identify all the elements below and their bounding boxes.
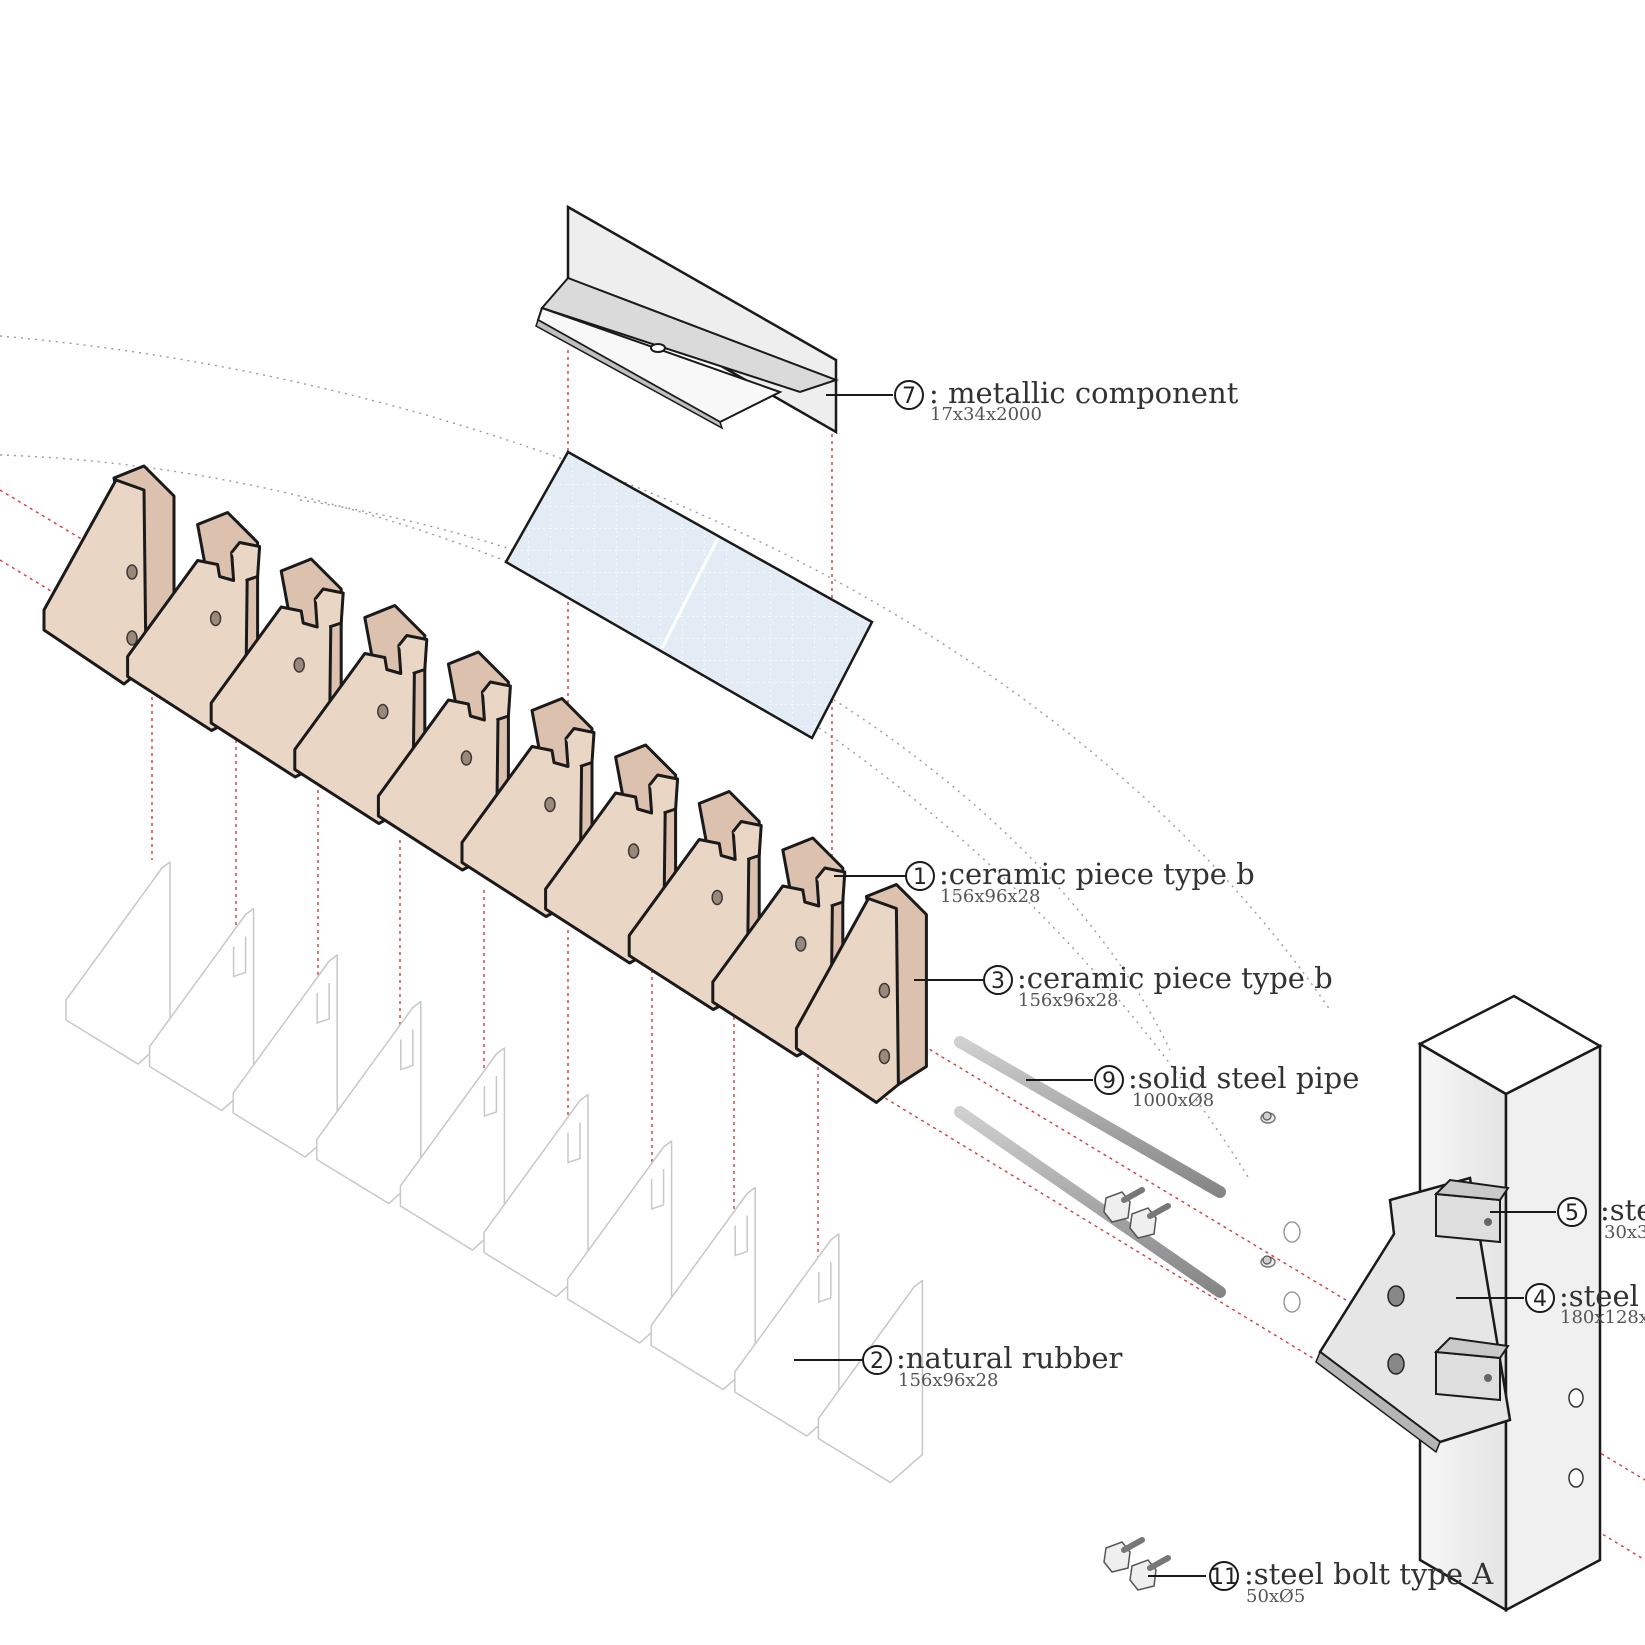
- natural-rubber-pieces: [65, 861, 924, 1484]
- callout-text: :steel p: [1559, 1279, 1645, 1313]
- callout-dimension: 156x96x28: [1018, 990, 1118, 1011]
- steel-bolt: [1103, 1187, 1145, 1223]
- metallic-component: [535, 204, 839, 435]
- steel-bolts: [1103, 1111, 1272, 1591]
- callout-dimension: 50xØ5: [1246, 1586, 1305, 1607]
- washers-and-nuts: [1260, 1112, 1301, 1313]
- callout-number: 1: [913, 865, 927, 890]
- callout-number: 11: [1210, 1565, 1238, 1590]
- callout-circle: [905, 861, 935, 891]
- callout-dimension: 156x96x28: [898, 1370, 998, 1391]
- callout-text: :ceramic piece type b: [939, 857, 1255, 891]
- callout-circle: [894, 380, 924, 410]
- callout-number: 2: [870, 1349, 884, 1374]
- callout-circle: [1094, 1065, 1124, 1095]
- solid-steel-pipes: [954, 1036, 1226, 1298]
- callout-circle: [862, 1345, 892, 1375]
- steel-bracket-upper: [1433, 1178, 1510, 1244]
- leader-lines: [794, 394, 1556, 1577]
- rubber-piece: [65, 861, 171, 1065]
- callout-circle: [983, 965, 1013, 995]
- callout-circle: [1557, 1197, 1587, 1227]
- callout-number: 9: [1102, 1069, 1116, 1094]
- ceramic-pieces: [42, 464, 928, 1104]
- callout-number: 3: [991, 969, 1005, 994]
- steel-bolt: [1129, 1203, 1171, 1239]
- callout-dimension: 30x3: [1604, 1222, 1645, 1243]
- callout-text: :natural rubber: [896, 1341, 1123, 1375]
- callout-text: :steel bolt type A: [1244, 1557, 1494, 1591]
- steel-nut: [1262, 1255, 1272, 1265]
- steel-nut: [1262, 1111, 1272, 1121]
- steel-bolt: [1129, 1555, 1171, 1591]
- steel-bolt: [1103, 1537, 1145, 1573]
- rubber-piece: [817, 1279, 924, 1484]
- steel-pipe-upper: [954, 1036, 1226, 1198]
- steel-bracket-lower: [1433, 1336, 1510, 1402]
- callout-dimension: 1000xØ8: [1132, 1090, 1214, 1111]
- membrane-sheet: [504, 450, 874, 740]
- callout-text: :solid steel pipe: [1128, 1061, 1359, 1095]
- callout-circle: [1525, 1283, 1555, 1313]
- callout-number: 5: [1565, 1201, 1579, 1226]
- callout-text: : metallic component: [929, 376, 1239, 410]
- label-4: 4 :steel p180x128x: [1525, 1279, 1645, 1328]
- ceramic-piece: [794, 883, 928, 1104]
- steel-pipe-lower: [954, 1106, 1226, 1298]
- grey-guide-arcs: [0, 335, 1331, 1181]
- callout-number: 7: [902, 384, 916, 409]
- callout-dimension: 17x34x2000: [930, 404, 1042, 425]
- callout-text: :ste: [1600, 1193, 1645, 1227]
- callout-dimension: 180x128x: [1560, 1307, 1645, 1328]
- callout-dimension: 156x96x28: [940, 886, 1040, 907]
- callout-number: 4: [1533, 1287, 1547, 1312]
- callout-text: :ceramic piece type b: [1017, 961, 1333, 995]
- callout-circle: [1209, 1561, 1239, 1591]
